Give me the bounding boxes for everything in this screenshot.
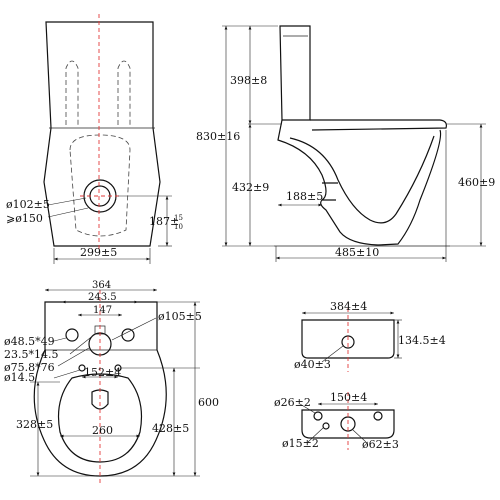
side-hole-leader: [49, 337, 67, 343]
tank-bottom-outlet-leader: [352, 429, 367, 443]
outlet-height-tol-lower: 10: [174, 223, 183, 231]
overall-depth-label: 600: [198, 396, 219, 409]
outlet-height-tol-upper: 15: [174, 214, 183, 222]
tank-bottom-bolt-leader: [299, 403, 316, 414]
outlet-leader-outer: [47, 207, 89, 218]
top-view-side-hole-left: [65, 328, 79, 342]
tank-bottom-bolt-hole-left: [313, 411, 323, 421]
slot-leader: [69, 333, 96, 355]
tank-bottom-outline: [301, 409, 395, 439]
tank-bottom-bolt-hole-right: [373, 411, 383, 421]
outlet-leader-inner: [47, 197, 87, 206]
front-view-outlet-inner: [89, 185, 111, 207]
tank-bottom-bolt-label: ø26±2: [274, 396, 311, 409]
side-view-seat: [310, 119, 447, 131]
oval-label: ø75.8*76: [4, 361, 55, 374]
bowl-width-label: 260: [92, 424, 113, 437]
side-view: 830±16 398±8 432±9 460±9 188±5 485±10: [196, 25, 495, 262]
tank-bottom-outlet-label: ø62±3: [362, 438, 399, 451]
rear-depth-label: 428±5: [152, 422, 189, 435]
tank-top-depth-label: 134.5±4: [398, 334, 446, 347]
center-hole-leader: [111, 317, 157, 341]
tank-top-button-label: ø40±3: [294, 358, 331, 371]
top-view-rim-inner: [57, 373, 143, 463]
bowl-depth-label: 328±5: [16, 418, 53, 431]
side-view-trapway: [289, 135, 435, 224]
tank-height-label: 398±8: [230, 74, 267, 87]
top-view-side-hole-right: [121, 328, 135, 342]
front-view-internal-right: [117, 60, 131, 125]
small-hole-leader: [53, 369, 81, 379]
front-width-label: 299±5: [80, 246, 117, 259]
side-view-outlet: [322, 182, 338, 201]
outlet-diameter-label: ø102±5: [6, 198, 50, 211]
top-view: 364 243.5 147 ø105±5 ø48.5*49 23.5*14.5 …: [4, 280, 219, 486]
small-hole-label: ø14.5: [4, 371, 35, 384]
depth-label: 485±10: [335, 246, 379, 259]
bowl-height-label: 432±9: [232, 181, 269, 194]
side-view-bowl: [277, 119, 442, 246]
tank-bottom-small-hole: [322, 422, 330, 430]
tank-bottom-small-leader: [307, 427, 324, 443]
tank-top-width-label: 384±4: [330, 300, 367, 313]
side-hole-label: ø48.5*49: [4, 335, 55, 348]
seat-height-label: 460±9: [458, 176, 495, 189]
slot-label: 23.5*14.5: [4, 348, 58, 361]
outlet-offset-label: 188±5: [286, 190, 323, 203]
center-hole-label: ø105±5: [158, 310, 202, 323]
overall-width-label: 364: [92, 280, 111, 291]
tank-top-view: 384±4 134.5±4 ø40±3: [294, 300, 446, 372]
tank-bottom-view: 150±4 ø26±2 ø15±2 ø62±3: [274, 391, 399, 451]
tank-bottom-spacing-label: 150±4: [330, 391, 367, 404]
front-view-trap-outline: [69, 134, 131, 237]
hole-span-label: 243.5: [88, 292, 117, 303]
total-height-label: 830±16: [196, 130, 240, 143]
inner-span-label: 147: [93, 305, 112, 316]
front-view-outline: [43, 21, 161, 247]
offset-label: 152±4: [84, 366, 121, 379]
oval-leader: [57, 347, 90, 367]
outlet-height-label: 187±: [149, 215, 179, 228]
top-view-small-hole-left: [78, 364, 86, 372]
tank-top-button-leader: [321, 345, 344, 363]
tank-top-outline: [301, 319, 395, 359]
top-view-bowl-opening: [91, 389, 109, 410]
side-view-tank: [279, 25, 311, 121]
front-view: ø102±5 ⩾ø150 299±5 187± 15 10: [6, 14, 183, 264]
tank-bottom-small-label: ø15±2: [282, 437, 319, 450]
front-view-internal-left: [65, 60, 79, 125]
outer-diameter-label: ⩾ø150: [6, 212, 43, 225]
